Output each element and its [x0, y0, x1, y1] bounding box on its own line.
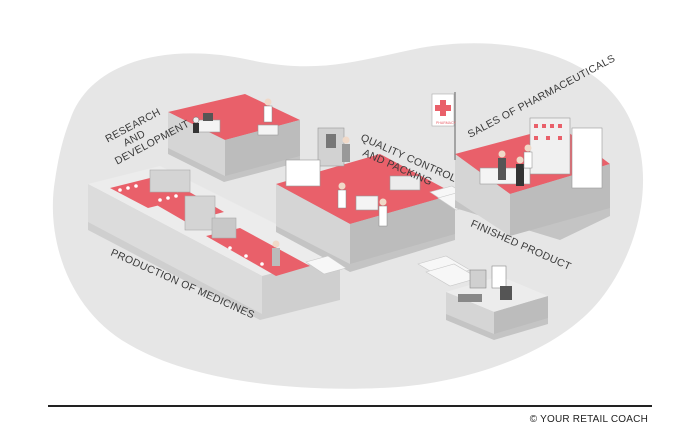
quality-control-area	[276, 127, 455, 272]
sales-area	[431, 92, 610, 240]
flag-text: PHARMACY	[436, 121, 457, 125]
footer-divider	[48, 405, 652, 407]
production-area	[88, 166, 340, 320]
copyright-credit: © YOUR RETAIL COACH	[529, 414, 648, 425]
finished-product-area	[446, 265, 548, 340]
research-development-area	[168, 94, 300, 182]
